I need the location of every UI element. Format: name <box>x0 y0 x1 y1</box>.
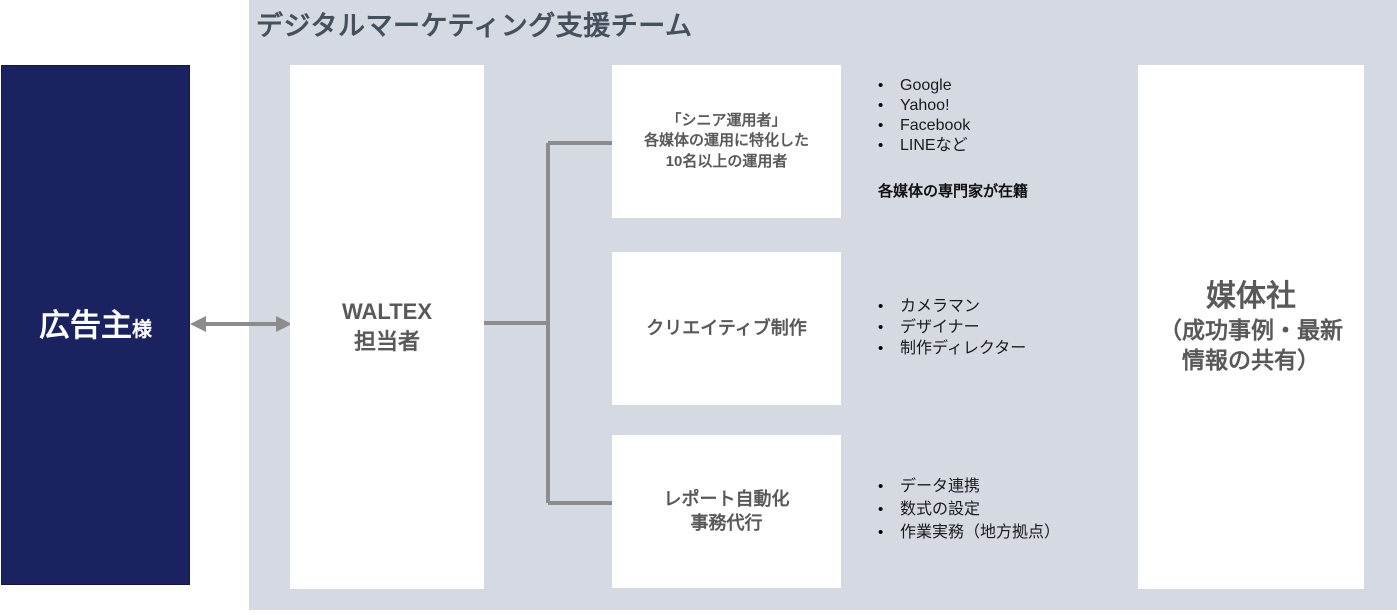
list-item: • データ連携 <box>878 479 1060 502</box>
list-item-label: Google <box>900 77 952 94</box>
list-item: • 作業実務（地方拠点） <box>878 525 1060 548</box>
senior-line-3: 10名以上の運用者 <box>665 152 788 170</box>
bullet-dot-icon: • <box>878 478 884 495</box>
bullet-dot-icon: • <box>878 298 884 315</box>
list-item: • Yahoo! <box>878 98 1028 118</box>
waltex-line-1: WALTEX <box>341 299 433 325</box>
bullet-dot-icon: • <box>878 524 884 541</box>
list-item: • LINEなど <box>878 138 1028 158</box>
senior-note: 各媒体の専門家が在籍 <box>878 183 1029 200</box>
list-item-label: デザイナー <box>900 319 980 336</box>
list-item: • 制作ディレクター <box>878 341 1026 362</box>
list-item: • デザイナー <box>878 320 1026 341</box>
media-company-sub-line-1: （成功事例・最新 <box>1159 316 1343 343</box>
advertiser-label: 広告主様 <box>39 310 152 341</box>
senior-line-1: 「シニア運用者」 <box>666 112 787 130</box>
bullet-dot-icon: • <box>878 319 884 336</box>
report-line-2: 事務代行 <box>690 513 763 534</box>
creative-bullet-list: • カメラマン • デザイナー • 制作ディレクター <box>878 299 1026 362</box>
media-company-sub-line-2: 情報の共有） <box>1182 346 1320 373</box>
bidirectional-arrow <box>190 316 292 332</box>
media-company-card: 媒体社 （成功事例・最新 情報の共有） <box>1138 65 1364 589</box>
waltex-card: WALTEX 担当者 <box>290 65 484 589</box>
creative-production-card-text: クリエイティブ制作 <box>646 316 807 340</box>
panel-title: デジタルマーケティング支援チーム <box>256 11 693 41</box>
senior-note-wrap: 各媒体の専門家が在籍 <box>878 180 1028 201</box>
senior-line-2: 各媒体の運用に特化した <box>643 132 809 150</box>
senior-bullet-list: • Google • Yahoo! • Facebook • LINEなど 各媒… <box>878 78 1028 201</box>
senior-operator-card-text: 「シニア運用者」 各媒体の運用に特化した 10名以上の運用者 <box>644 111 809 172</box>
bullet-dot-icon: • <box>878 97 884 114</box>
list-item-label: Yahoo! <box>900 97 950 114</box>
senior-operator-card: 「シニア運用者」 各媒体の運用に特化した 10名以上の運用者 <box>612 65 841 218</box>
list-item: • Google <box>878 78 1028 98</box>
list-item: • Facebook <box>878 118 1028 138</box>
report-automation-card-text: レポート自動化 事務代行 <box>664 487 790 536</box>
list-item-label: 作業実務（地方拠点） <box>900 524 1061 541</box>
bullet-dot-icon: • <box>878 501 884 518</box>
list-item-label: データ連携 <box>900 478 981 495</box>
list-item-label: 制作ディレクター <box>900 340 1027 357</box>
report-line-1: レポート自動化 <box>663 489 790 509</box>
waltex-card-text: WALTEX 担当者 <box>342 297 432 356</box>
advertiser-label-main: 広告主 <box>39 307 132 343</box>
advertiser-label-suffix: 様 <box>132 318 152 341</box>
report-bullet-list: • データ連携 • 数式の設定 • 作業実務（地方拠点） <box>878 479 1060 548</box>
creative-production-card: クリエイティブ制作 <box>612 252 841 405</box>
bullet-dot-icon: • <box>878 117 884 134</box>
list-item-label: LINEなど <box>900 137 968 154</box>
advertiser-box: 広告主様 <box>1 65 190 585</box>
media-company-card-text: 媒体社 （成功事例・最新 情報の共有） <box>1159 278 1343 375</box>
report-automation-card: レポート自動化 事務代行 <box>612 435 841 588</box>
bullet-dot-icon: • <box>878 77 884 94</box>
waltex-line-2: 担当者 <box>353 329 420 354</box>
list-item-label: 数式の設定 <box>900 501 981 518</box>
bullet-dot-icon: • <box>878 340 884 357</box>
list-item: • 数式の設定 <box>878 502 1060 525</box>
bracket-connector <box>484 141 630 505</box>
list-item-label: Facebook <box>900 117 971 134</box>
list-item-label: カメラマン <box>900 298 981 315</box>
media-company-title: 媒体社 <box>1206 280 1296 314</box>
creative-line-1: クリエイティブ制作 <box>646 318 807 339</box>
list-item: • カメラマン <box>878 299 1026 320</box>
bullet-dot-icon: • <box>878 137 884 154</box>
